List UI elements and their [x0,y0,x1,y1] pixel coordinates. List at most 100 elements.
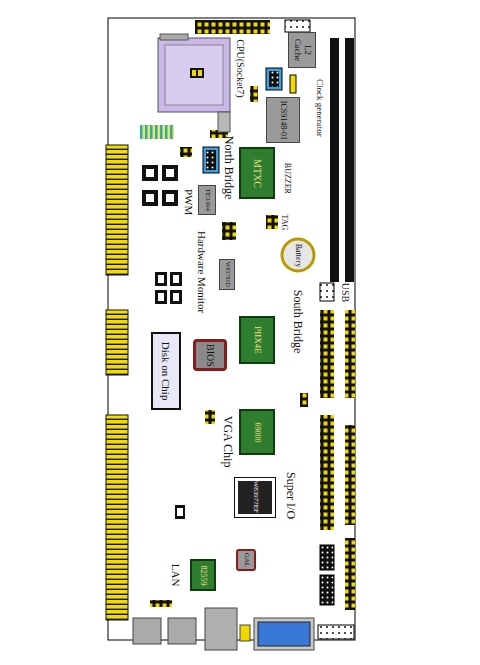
chip-label: Disk on Chip [160,342,172,401]
mosfet-symbol [158,275,164,283]
bios-chip: BIOS [193,339,227,371]
io-connector [240,625,250,641]
battery-cell: Battery [280,237,316,273]
cpu-socket [192,70,196,76]
edge-fingers [106,145,128,620]
edge-fingers [106,310,128,375]
memory-slot [330,38,354,282]
cpu-socket [198,70,202,76]
part-label: North Bridge [222,136,235,200]
mosfet-symbol [155,290,167,304]
mosfet-symbol [158,293,164,301]
part-label: USB [340,282,351,301]
mosfet-symbol [162,165,178,181]
clock-chip: ICS9148-01 [266,97,300,143]
mosfet-symbol [170,290,182,304]
pin-header [345,425,355,525]
disk-on-chip: Disk on Chip [151,332,181,410]
mosfet-symbol [146,194,154,202]
cpu-socket [218,112,230,132]
gal-chip: GAL [236,549,256,571]
pin-header [345,538,355,610]
mosfet-symbol [175,505,185,519]
memory-slot [345,38,354,282]
chip-label: MTXC [252,159,263,188]
pin-header [150,600,172,607]
part-label: VGA Chip [221,416,234,468]
south-bridge-chip: PIIX4E [239,316,275,364]
chip-label: PIIX4E [252,326,262,354]
part-label: TAG [280,214,289,230]
io-connector [133,618,161,644]
part-label: Clock generator [314,79,324,137]
cache-chip: L2 Cache [288,32,316,68]
io-connector [133,608,314,650]
io-connector [254,618,314,650]
chip-label: W83977EF [251,481,259,513]
mosfet-symbol [155,272,167,286]
pwm-chip: TE3304 [198,185,216,215]
pin-header [320,415,334,530]
small-connector [318,625,354,639]
cpu-socket [158,38,230,112]
mosfet-symbol [166,194,174,202]
small-connector [320,575,334,605]
mosfet-symbol [142,165,185,519]
io-connector [205,608,237,650]
part-label: LAN [170,564,182,587]
jumper [290,75,296,93]
cpu-socket [165,45,223,105]
circuit-board [108,18,355,640]
mosfet-symbol [166,169,174,177]
pin-header [150,20,355,610]
blue-connector [266,68,282,90]
chip-label: 82559 [199,565,208,585]
north-bridge-chip: MTXC [239,147,275,199]
pin-header [266,215,278,229]
pin-header [195,20,270,34]
pin-header [300,393,308,407]
jumper [290,75,296,93]
part-label: Super I/O [283,473,296,520]
part-label: Hardware Monitor [196,231,208,313]
mosfet-symbol [177,508,183,516]
striped-component [140,125,174,139]
vga-chip: 69000 [239,409,275,455]
monitor-chip: W83781D [219,259,235,290]
pin-header [205,410,215,424]
chip-label: TE3304 [203,189,211,212]
chip-label: BIOS [204,344,215,367]
cpu-socket [160,34,188,40]
edge-fingers [106,145,128,275]
mosfet-symbol [173,275,179,283]
mosfet-symbol [173,293,179,301]
part-label: PWM [183,189,195,215]
battery-outline [282,239,314,271]
mosfet-symbol [162,190,178,206]
part-label: South Bridge [291,290,304,354]
cpu-socket [190,68,204,78]
io-connector [258,622,310,646]
lan-chip: 82559 [190,559,216,591]
striped-component [140,125,174,139]
chip-label: GAL [242,553,250,567]
pin-header [250,86,258,102]
blue-connector [206,150,216,170]
chip-label: L2 Cache [292,37,312,63]
circuit-board [108,18,355,640]
pin-header [222,222,236,240]
chip-label: ICS9148-01 [279,100,288,139]
cpu-socket [158,34,230,132]
mosfet-symbol [142,190,158,206]
mosfet-symbol [142,165,158,181]
mosfet-symbol [146,169,154,177]
chip-label: W83781D [224,262,231,287]
chip-label: Battery [294,243,303,267]
part-label: CPU(Socket7) [235,39,246,97]
small-connector [320,545,334,570]
pin-header [320,310,334,398]
small-connector [285,20,310,32]
pin-header [345,310,355,398]
chip-label: 69000 [253,422,262,442]
